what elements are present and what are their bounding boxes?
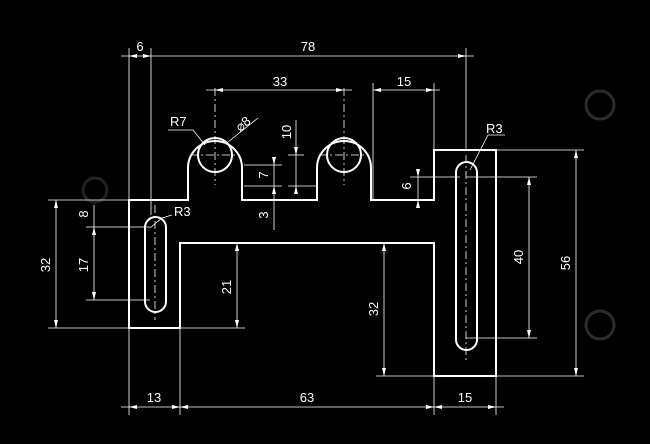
- dim-r3-right: R3: [486, 121, 503, 136]
- dim-6-right: 6: [399, 182, 414, 189]
- right-slot: [455, 161, 478, 351]
- dim-3: 3: [256, 211, 271, 218]
- dim-r7: R7: [170, 114, 187, 129]
- dim-33: 33: [273, 74, 287, 89]
- center-lines: [154, 88, 467, 360]
- dim-6-top: 6: [136, 39, 143, 54]
- dim-78-top: 78: [301, 39, 315, 54]
- dim-32-mid: 32: [366, 302, 381, 316]
- dimension-labels: 6 78 33 15 R7 ⌀8 10 7 3 6 R3 R3 8 17 32 …: [38, 39, 573, 405]
- part-outline: [128, 140, 497, 377]
- dim-15-bottom: 15: [458, 390, 472, 405]
- watermark: [81, 89, 616, 341]
- dim-15-step: 15: [397, 74, 411, 89]
- dim-dia8: ⌀8: [232, 113, 253, 134]
- dim-56: 56: [558, 256, 573, 270]
- arrowheads: [54, 54, 578, 409]
- dim-13-bottom: 13: [147, 390, 161, 405]
- left-slot: [144, 216, 167, 313]
- dim-7: 7: [256, 171, 271, 178]
- dim-63-bottom: 63: [300, 390, 314, 405]
- dim-40: 40: [511, 250, 526, 264]
- dim-10: 10: [279, 125, 294, 139]
- dim-8-left: 8: [76, 210, 91, 217]
- dim-21: 21: [219, 280, 234, 294]
- dim-17-left: 17: [76, 258, 91, 272]
- dim-32-left: 32: [38, 258, 53, 272]
- dim-r3-left: R3: [174, 204, 191, 219]
